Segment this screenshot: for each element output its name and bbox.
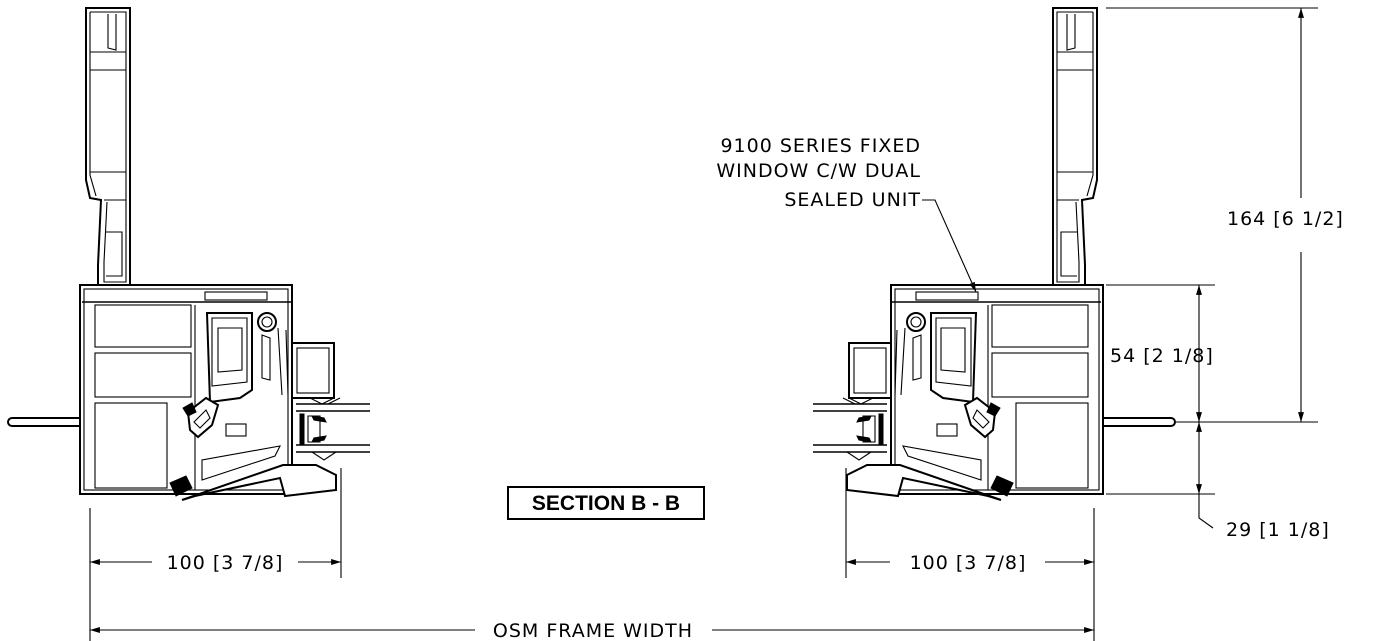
callout-line-3: SEALED UNIT [784, 189, 921, 211]
middle-height-label: 54 [2 1/8] [1110, 345, 1214, 367]
frame-width-label: OSM FRAME WIDTH [493, 620, 693, 641]
right-depth-label: 100 [3 7/8] [910, 552, 1027, 574]
right-section [812, 7, 1176, 501]
callout-leader [922, 199, 977, 293]
left-section [7, 7, 371, 501]
section-title-box [507, 486, 705, 520]
overall-height-label: 164 [6 1/2] [1227, 208, 1344, 230]
callout-line-1: 9100 SERIES FIXED [720, 135, 921, 157]
callout-line-2: WINDOW C/W DUAL [716, 160, 921, 182]
section-title: SECTION B - B [532, 492, 680, 515]
dimension-lines [90, 8, 1304, 633]
bottom-height-label: 29 [1 1/8] [1226, 519, 1330, 541]
left-depth-label: 100 [3 7/8] [167, 552, 284, 574]
